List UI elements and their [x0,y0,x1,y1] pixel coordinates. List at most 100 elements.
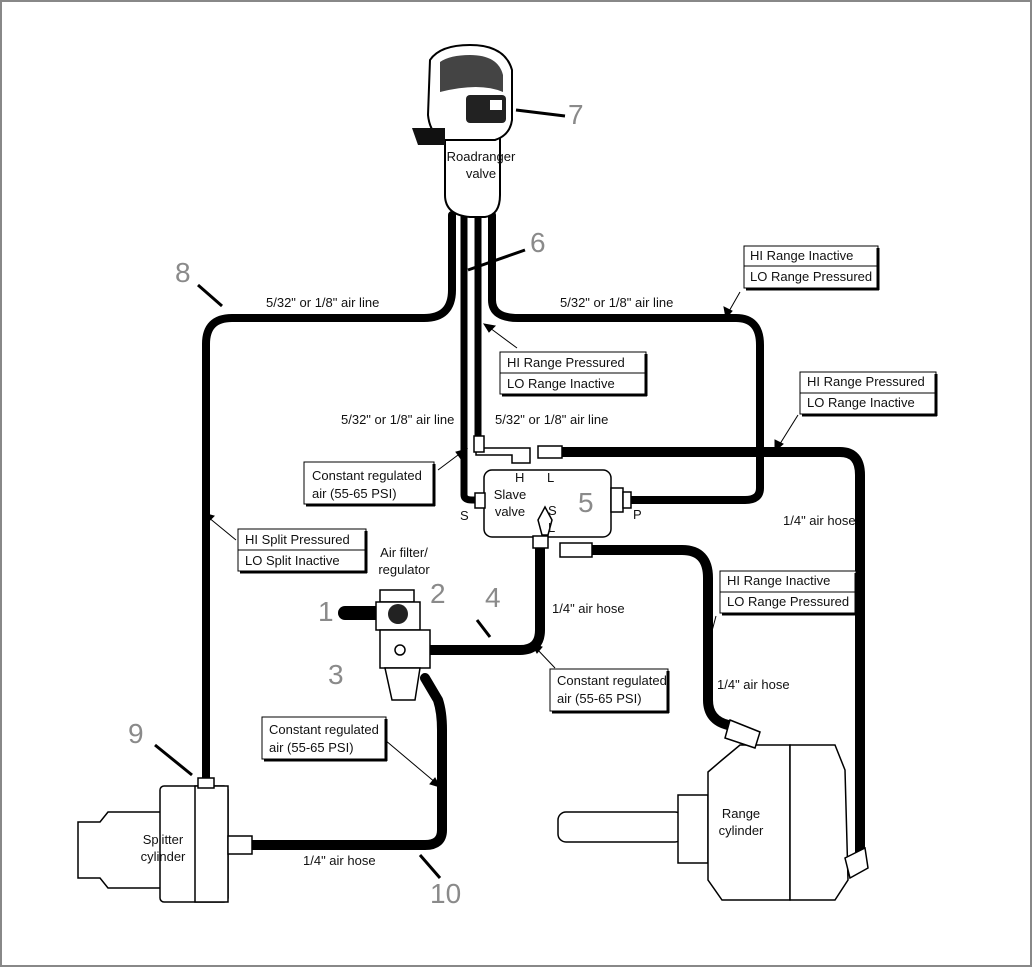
l-lower-fitting [532,535,549,549]
air-line-8 [202,211,456,789]
valve-body [444,128,501,218]
range-housing-rear [789,744,849,901]
arrow-right-head [774,439,784,453]
s-lower-fitting [537,505,553,536]
callout-4: 4 [485,582,501,613]
range-side-fitting [844,846,869,880]
status-box-lower: HI Range Inactive LO Range Pressured [719,570,858,616]
box-line2: LO Split Inactive [245,553,340,568]
arrow-mid-head [482,323,497,333]
arrow-const-1-head [455,448,469,460]
slave-valve [473,435,632,558]
splitter-label-line2: cylinder [141,849,186,864]
filter-inlet [388,604,408,624]
box-line2: air (55-65 PSI) [312,486,397,501]
range-port-fitting [559,542,593,558]
filter-cap [379,589,415,603]
range-collar [677,794,709,864]
splitter-side-fitting [227,835,253,855]
callout-5: 5 [578,487,594,518]
air-line-p [488,211,764,504]
box-line1: HI Split Pressured [245,532,350,547]
arrow-right [777,414,799,448]
leader-9 [154,743,193,777]
leader-7 [515,108,566,118]
callout-2: 2 [430,578,446,609]
box-line1: HI Range Inactive [727,573,830,588]
p-fitting-nut [622,491,632,509]
arrow-split-head [201,512,215,523]
box-line2: LO Range Pressured [727,594,849,609]
splitter-label-line1: Splitter [143,832,184,847]
arrow-lower [707,615,717,647]
roadranger-valve [412,43,513,218]
box-line1: Constant regulated [557,673,667,688]
filter-label-line2: regulator [378,562,430,577]
box-line1: Constant regulated [269,722,379,737]
flow-arrows [201,291,799,788]
hose-hi-range [555,447,865,857]
status-box-constant-3: Constant regulated air (55-65 PSI) [261,716,388,762]
box-line1: Constant regulated [312,468,422,483]
leader-4 [475,619,492,638]
hose-10 [245,673,447,850]
filter-drain-plug [394,644,406,656]
callout-7: 7 [568,99,584,130]
box-line1: HI Range Inactive [750,248,853,263]
selector-lever [490,100,502,110]
status-box-top-right: HI Range Inactive LO Range Pressured [743,245,880,291]
range-piston-rod [557,811,684,843]
hose-label-lower: 1/4" air hose [717,677,790,692]
arrow-top-right-head [723,306,733,320]
status-box-constant-1: Constant regulated air (55-65 PSI) [303,461,436,507]
callout-6: 6 [530,227,546,258]
air-line-label-center-right: 5/32" or 1/8" air line [495,412,608,427]
port-p: P [633,507,642,522]
arrow-const-2-head [530,643,543,654]
status-box-mid: HI Range Pressured LO Range Inactive [499,351,648,397]
hose-label-center: 1/4" air hose [552,601,625,616]
status-box-constant-2: Constant regulated air (55-65 PSI) [549,668,670,714]
leader-10 [418,854,442,879]
box-line1: HI Range Pressured [507,355,625,370]
line-labels: 5/32" or 1/8" air line 5/32" or 1/8" air… [266,295,856,868]
callout-3: 3 [328,659,344,690]
arrow-const-3 [384,739,437,784]
splitter-end-cap [194,785,229,903]
arrow-const-3-head [429,777,442,788]
range-top-fitting [724,718,761,749]
air-line-label-left: 5/32" or 1/8" air line [266,295,379,310]
port-s-bottom: S [548,503,557,518]
port-l-bottom: L [548,520,555,535]
box-line1: HI Range Pressured [807,374,925,389]
status-box-right: HI Range Pressured LO Range Inactive [799,371,938,417]
arrow-split [207,516,237,541]
splitter-top-fitting [197,777,215,789]
range-label-line2: cylinder [719,823,764,838]
splitter-button [412,128,445,145]
l-fitting [537,445,563,459]
h-fitting-nut [473,435,485,453]
arrow-const-2 [535,647,556,669]
callout-10: 10 [430,878,461,909]
box-line2: air (55-65 PSI) [557,691,642,706]
callout-1: 1 [318,596,334,627]
status-box-split: HI Split Pressured LO Split Inactive [237,528,368,574]
filter-bowl [384,667,421,701]
hose-label-right: 1/4" air hose [783,513,856,528]
component-labels: Roadranger valve Slave valve Air filter/… [141,149,764,864]
range-cylinder [557,718,869,901]
leader-8 [197,283,223,308]
filter-label-line1: Air filter/ [380,545,428,560]
box-line2: LO Range Pressured [750,269,872,284]
box-line2: LO Range Inactive [507,376,615,391]
p-fitting [610,487,624,513]
port-s-left: S [460,508,469,523]
arrow-lower-head [703,640,713,653]
callout-numbers: 1 2 3 4 5 6 7 8 9 10 [128,99,594,909]
splitter-cylinder [77,777,253,903]
h-fitting [475,447,531,464]
box-frame [549,668,669,712]
callout-leaders [154,108,566,879]
